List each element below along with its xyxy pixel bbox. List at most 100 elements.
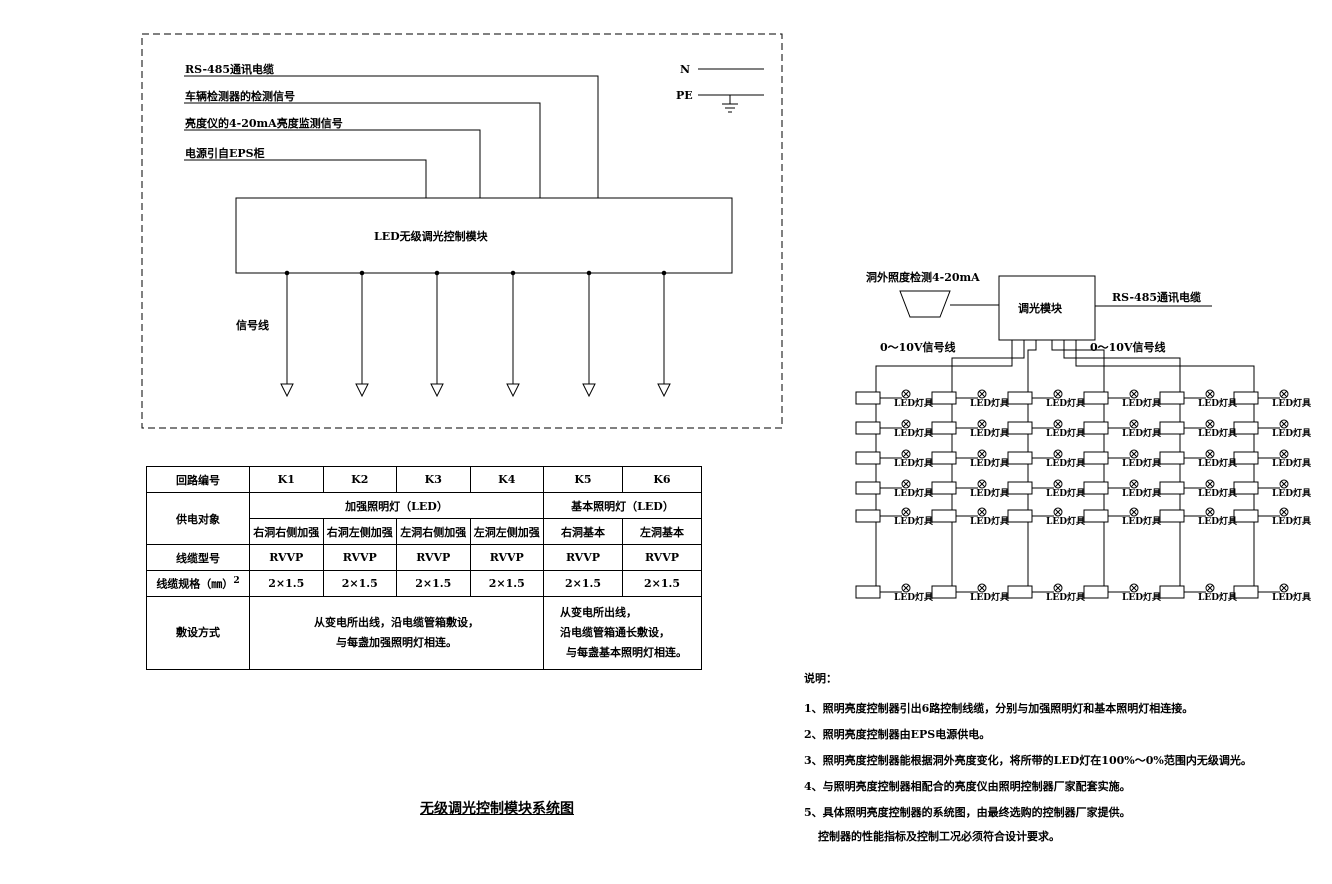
- row-header: 敷设方式: [146, 596, 250, 670]
- dimming-module-label: 调光模块: [1018, 302, 1062, 315]
- lamp-label: LED灯具: [1122, 399, 1161, 409]
- lamp-cross: [1054, 508, 1062, 516]
- lamp-label: LED灯具: [1198, 593, 1237, 603]
- note-item: 4、与照明亮度控制器相配合的亮度仪由照明控制器厂家配套实施。: [804, 780, 1131, 793]
- lamp-label: LED灯具: [1198, 429, 1237, 439]
- lamp-label: LED灯具: [1272, 517, 1311, 527]
- ballast-box: [1159, 585, 1185, 599]
- note-item: 2、照明亮度控制器由EPS电源供电。: [804, 728, 991, 741]
- lamp-branches: [855, 340, 1289, 599]
- lamp-cross: [1054, 480, 1062, 488]
- lamp-cross: [1280, 508, 1288, 516]
- cable-type-cell: RVVP: [322, 544, 397, 571]
- lamp-cross: [902, 450, 910, 458]
- lamp-label: LED灯具: [970, 399, 1009, 409]
- ballast-box: [1007, 481, 1033, 495]
- lamp-cross: [1280, 584, 1288, 592]
- lamp-cross: [902, 390, 910, 398]
- lamp-label: LED灯具: [1046, 399, 1085, 409]
- lamp-label: LED灯具: [1046, 459, 1085, 469]
- note-item: 1、照明亮度控制器引出6路控制线缆，分别与加强照明灯和基本照明灯相连接。: [804, 702, 1194, 715]
- branch-line: [1075, 340, 1255, 392]
- module-label: LED无级调光控制模块: [374, 230, 488, 243]
- lamp-label: LED灯具: [1198, 459, 1237, 469]
- lamp-cross: [978, 420, 986, 428]
- ballast-box: [1159, 481, 1185, 495]
- lamp-cross: [1054, 450, 1062, 458]
- ballast-box: [1007, 421, 1033, 435]
- lamp-cross: [902, 584, 910, 592]
- ballast-box: [1233, 451, 1259, 465]
- lamp-cross: [1130, 508, 1138, 516]
- branch-line: [875, 340, 1013, 392]
- row-header: 供电对象: [146, 492, 250, 545]
- lamp-cross: [978, 584, 986, 592]
- lamp-label: LED灯具: [1198, 517, 1237, 527]
- cable-spec-sup: 2: [233, 575, 240, 587]
- signal-label-left: 0～10V信号线: [880, 341, 956, 354]
- lamp-label: LED灯具: [894, 399, 933, 409]
- lamp-cross: [978, 508, 986, 516]
- lamp-label: LED灯具: [1122, 593, 1161, 603]
- lamp-cross: [1206, 390, 1214, 398]
- note-item: 3、照明亮度控制器能根据洞外亮度变化，将所带的LED灯在100%～0%范围内无级…: [804, 754, 1252, 767]
- notes-heading: 说明：: [804, 672, 837, 685]
- sensor-label: 洞外照度检测4-20mA: [866, 271, 980, 284]
- lamp-label: LED灯具: [1272, 459, 1311, 469]
- signal-label-right: 0～10V信号线: [1090, 341, 1166, 354]
- lamp-label: LED灯具: [970, 489, 1009, 499]
- lamp-label: LED灯具: [970, 517, 1009, 527]
- input-label-eps: 电源引自EPS柜: [185, 147, 265, 160]
- lamp-cross: [1280, 450, 1288, 458]
- ballast-box: [1007, 509, 1033, 523]
- ballast-box: [1083, 509, 1109, 523]
- target-cell: 右洞左侧加强: [322, 518, 397, 545]
- ballast-box: [1233, 509, 1259, 523]
- ballast-box: [855, 481, 881, 495]
- lamp-cross: [1280, 390, 1288, 398]
- ballast-box: [1083, 391, 1109, 405]
- ballast-box: [855, 509, 881, 523]
- table-row: 线缆型号 RVVP RVVP RVVP RVVP RVVP RVVP: [146, 544, 703, 571]
- lamp-label: LED灯具: [894, 517, 933, 527]
- laying-line: 与每盏基本照明灯相连。: [566, 646, 687, 659]
- branch-line: [1063, 340, 1181, 392]
- ballast-box: [931, 421, 957, 435]
- dimming-module-box: [998, 275, 1096, 341]
- lamp-label: LED灯具: [970, 593, 1009, 603]
- ballast-box: [1007, 585, 1033, 599]
- ballast-box: [1233, 585, 1259, 599]
- lamp-cross: [1206, 450, 1214, 458]
- circuit-cell: K4: [469, 466, 544, 493]
- lamp-cross: [1054, 420, 1062, 428]
- lamp-cross: [1280, 420, 1288, 428]
- lamp-label: LED灯具: [1122, 489, 1161, 499]
- ballast-box: [1233, 421, 1259, 435]
- arrow-down-icon: [506, 383, 520, 398]
- ballast-box: [1083, 585, 1109, 599]
- cable-type-cell: RVVP: [249, 544, 324, 571]
- cable-spec-label: 线缆规格（㎜）: [156, 577, 234, 591]
- eps-power-line: [184, 159, 427, 198]
- ballast-box: [1159, 421, 1185, 435]
- ballast-box: [931, 509, 957, 523]
- cable-spec-cell: 2×1.5: [396, 570, 471, 597]
- lamp-cross: [1130, 584, 1138, 592]
- lamp-label: LED灯具: [970, 429, 1009, 439]
- target-cell: 左洞左侧加强: [469, 518, 544, 545]
- circuit-table: 回路编号 K1 K2 K3 K4 K5 K6 供电对象 加强照明灯（LED） 基…: [146, 466, 703, 670]
- pe-label: PE: [676, 89, 693, 102]
- lamp-cross: [902, 420, 910, 428]
- signal-line-label: 信号线: [236, 319, 269, 332]
- lamp-cross: [902, 480, 910, 488]
- note-item: 控制器的性能指标及控制工况必须符合设计要求。: [818, 830, 1060, 843]
- ballast-box: [1159, 509, 1185, 523]
- lamp-label: LED灯具: [1272, 593, 1311, 603]
- lamp-label: LED灯具: [1272, 489, 1311, 499]
- led-module-box: [235, 197, 733, 274]
- target-cell: 左洞右侧加强: [396, 518, 471, 545]
- laying-line: 从变电所出线，沿电缆管箱敷设，: [314, 616, 479, 629]
- lamp-cross: [1130, 420, 1138, 428]
- cable-spec-cell: 2×1.5: [249, 570, 324, 597]
